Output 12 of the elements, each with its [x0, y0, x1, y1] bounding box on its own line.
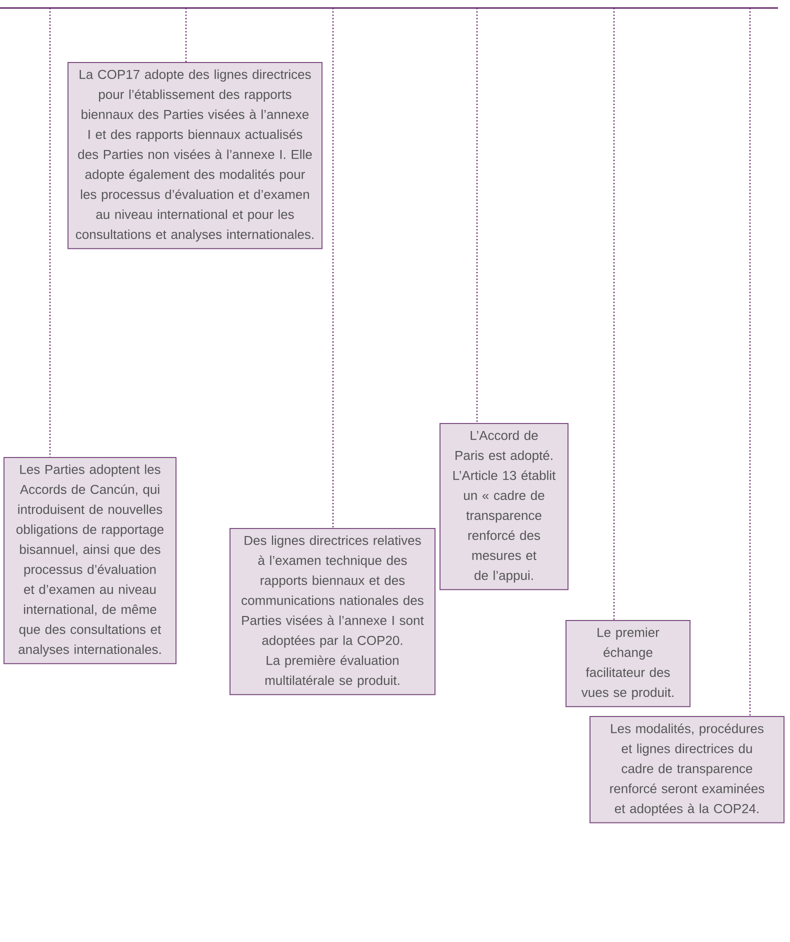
leader-line [613, 8, 615, 620]
leader-line [185, 8, 187, 62]
event-box: Le premier échange facilitateur des vues se produit. [566, 620, 690, 708]
event-box: Les modalités, procédures et lignes directrices du cadre de transparence renforcé seront examinées et adoptées à la COP24. [590, 716, 784, 824]
event-box: L’Accord de Paris est adopté. L’Article 13 établit un « cadre de transparence renforcé des mesures et de l’appui. [440, 423, 568, 590]
event-box: La COP17 adopte des lignes directrices pour l’établissement des rapports biennaux des Parties visées à l’annexe I et des rapports biennaux actualisés des Parties non visées à l’annexe I. Elle adopte également des modalités pour les processus d’évaluation et d’examen au niveau international et pour les consultations et analyses internationales. [68, 62, 322, 250]
leader-line [332, 8, 334, 528]
event-box: Les Parties adoptent les Accords de Cancún, qui introduisent de nouvelles obligations de rapportage bisannuel, ainsi que des processus d’évaluation et d’examen au niveau international, de même que des consultations et analyses internationales. [4, 457, 176, 664]
event-box: Des lignes directrices relatives à l’examen technique des rapports biennaux et des communications nationales des Parties visées à l’annexe I sont adoptées par la COP20. La première évaluation multilatérale se produit. [230, 528, 436, 696]
leader-line [476, 8, 478, 423]
leader-line [749, 8, 751, 716]
leader-line [49, 8, 51, 457]
